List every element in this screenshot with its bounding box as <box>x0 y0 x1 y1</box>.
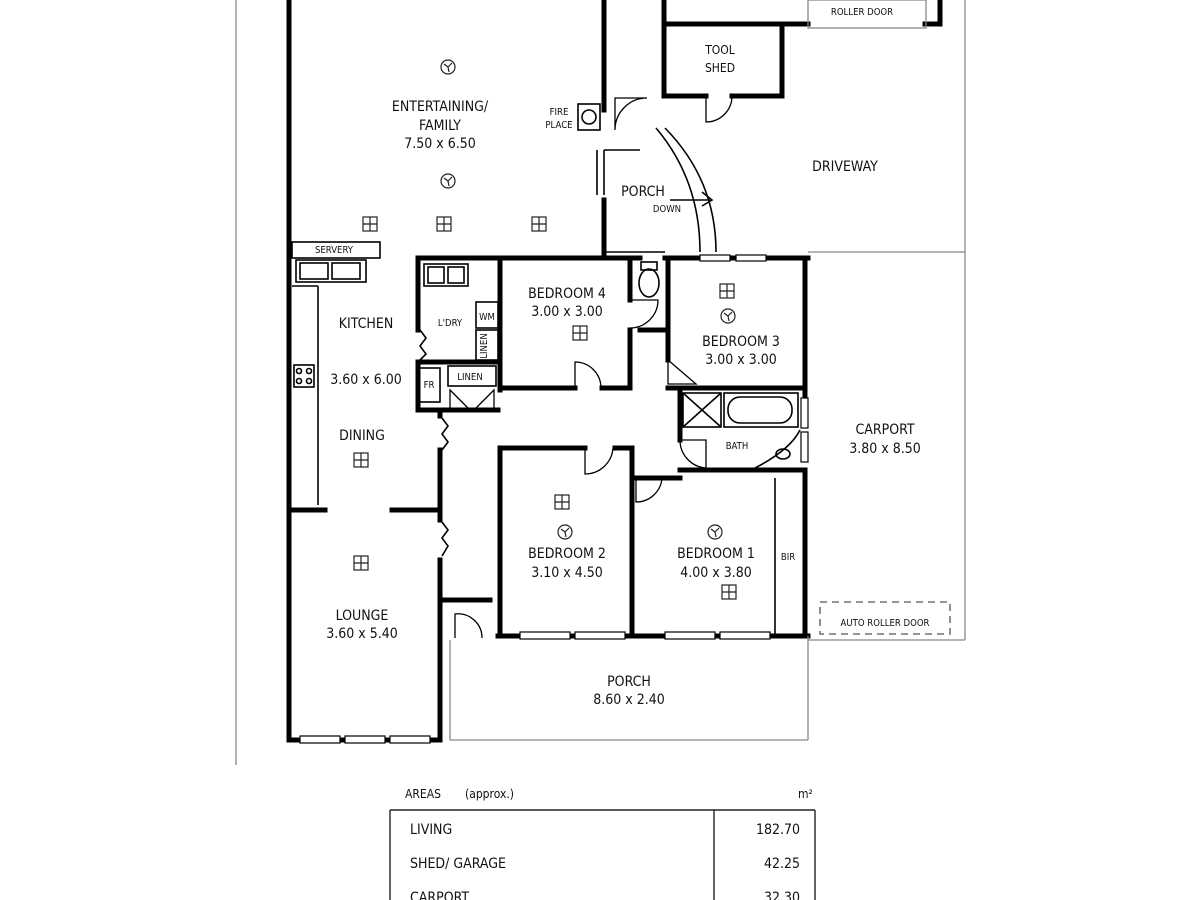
fireplace-label-2: PLACE <box>545 120 572 131</box>
site-boundary <box>235 0 966 765</box>
auto-roller-door-label: AUTO ROLLER DOOR <box>841 618 930 629</box>
light-icon <box>353 452 369 468</box>
roller-door-label: ROLLER DOOR <box>831 7 893 18</box>
light-icon <box>572 325 588 341</box>
area-row-label: LIVING <box>410 822 452 838</box>
down-label: DOWN <box>653 204 681 215</box>
entertaining-dims: 7.50 x 6.50 <box>404 136 476 152</box>
porch-upper-label: PORCH <box>621 184 665 200</box>
dining-label: DINING <box>339 428 385 444</box>
porch-lower-label: PORCH <box>607 674 651 690</box>
roller-doors <box>807 0 951 635</box>
entertaining-label-2: FAMILY <box>419 118 461 134</box>
carport-label: CARPORT <box>855 422 914 438</box>
bedroom1-dims: 4.00 x 3.80 <box>680 565 752 581</box>
windows <box>299 254 809 744</box>
light-icon <box>353 555 369 571</box>
area-row-value: 182.70 <box>756 822 800 838</box>
bedroom3-dims: 3.00 x 3.00 <box>705 352 777 368</box>
kitchen-label: KITCHEN <box>339 316 394 332</box>
bedroom3-label: BEDROOM 3 <box>702 334 780 350</box>
porch-outline <box>449 636 809 741</box>
bedroom2-dims: 3.10 x 4.50 <box>531 565 603 581</box>
area-row-value: 32.30 <box>764 890 800 900</box>
lounge-label: LOUNGE <box>336 608 389 624</box>
driveway-label: DRIVEWAY <box>812 159 878 175</box>
fireplace-label: FIRE <box>550 107 569 118</box>
bedroom1-label: BEDROOM 1 <box>677 546 755 562</box>
light-icon <box>436 216 452 232</box>
area-row-label: CARPORT <box>410 890 469 900</box>
areas-unit: m² <box>798 787 813 801</box>
carport-dims: 3.80 x 8.50 <box>849 441 921 457</box>
servery-label: SERVERY <box>315 245 354 256</box>
kitchen-dims: 3.60 x 6.00 <box>330 372 402 388</box>
bedroom4-label: BEDROOM 4 <box>528 286 606 302</box>
areas-subtitle: (approx.) <box>465 787 514 801</box>
porch-lower-dims: 8.60 x 2.40 <box>593 692 665 708</box>
light-icon <box>721 584 737 600</box>
fan-icon <box>720 308 736 324</box>
fan-icon <box>707 524 723 540</box>
linen-vertical-label: LINEN <box>479 333 490 358</box>
fan-icon <box>440 59 456 75</box>
lounge-dims: 3.60 x 5.40 <box>326 626 398 642</box>
light-icon <box>554 494 570 510</box>
tool-shed-label-2: SHED <box>705 61 735 75</box>
bedroom4-dims: 3.00 x 3.00 <box>531 304 603 320</box>
light-icon <box>362 216 378 232</box>
entertaining-label: ENTERTAINING/ <box>392 99 489 115</box>
bath-label: BATH <box>726 441 749 452</box>
area-row-label: SHED/ GARAGE <box>410 856 506 872</box>
linen-label: LINEN <box>457 372 482 383</box>
fixtures <box>353 59 737 600</box>
areas-title: AREAS <box>405 787 441 801</box>
doors <box>449 95 733 639</box>
fr-label: FR <box>424 380 435 391</box>
tool-shed-label: TOOL <box>704 43 735 57</box>
wm-label: WM <box>479 312 495 323</box>
bedroom2-label: BEDROOM 2 <box>528 546 606 562</box>
fan-icon <box>440 173 456 189</box>
bir-label: BIR <box>781 552 795 563</box>
laundry-label: L'DRY <box>438 318 463 329</box>
light-icon <box>531 216 547 232</box>
fan-icon <box>557 524 573 540</box>
room-labels: ENTERTAINING/ FAMILY 7.50 x 6.50 FIRE PL… <box>315 7 930 708</box>
area-row-value: 42.25 <box>764 856 800 872</box>
interior-details <box>291 103 801 634</box>
light-icon <box>719 283 735 299</box>
